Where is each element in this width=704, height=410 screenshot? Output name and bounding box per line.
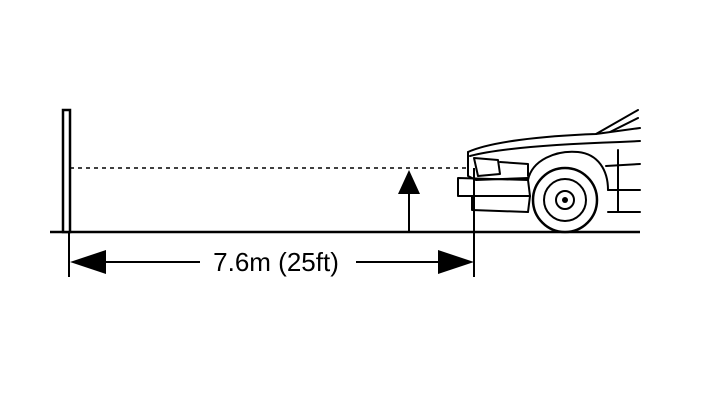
vehicle-windshield (595, 127, 641, 135)
vehicle-headlamp (473, 157, 501, 177)
vehicle-wheel (531, 166, 599, 234)
aiming-screen-post (61, 108, 72, 234)
vehicle-wheel-arch (527, 150, 609, 191)
distance-label: 7.6m (25ft) (213, 247, 339, 277)
dimension-left-arrow (70, 250, 200, 274)
dimension-right-arrow (356, 250, 474, 274)
vehicle-front (457, 109, 641, 213)
height-arrow (398, 170, 420, 232)
vehicle-hood (467, 109, 639, 153)
